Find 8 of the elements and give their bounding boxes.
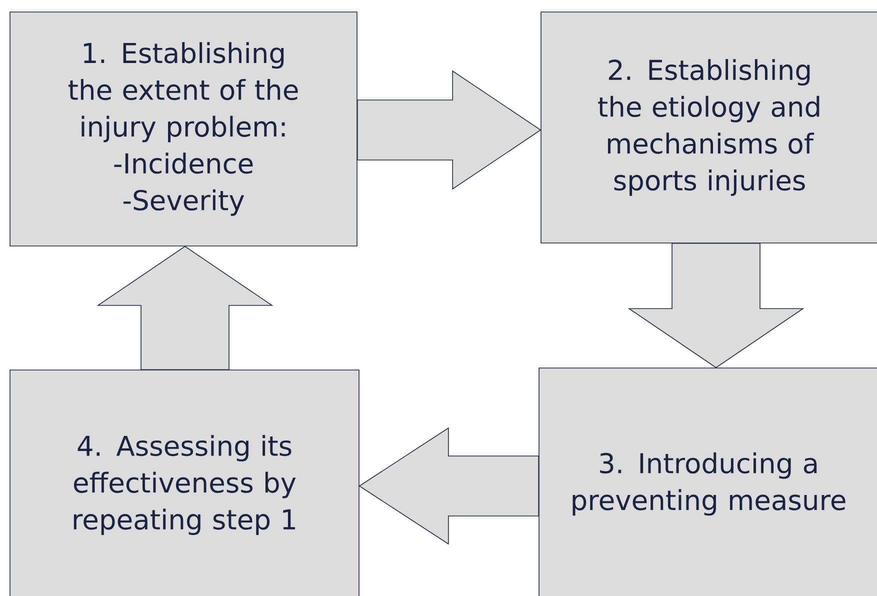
process-box: 3. Introducing a preventing measure (538, 368, 877, 596)
block-arrow (357, 70, 542, 190)
block-arrow (96, 246, 274, 370)
block-arrow (358, 427, 539, 545)
process-box: 1. Establishing the extent of the injury problem: -Incidence -Severity (10, 12, 358, 246)
block-arrow (628, 243, 804, 368)
process-box: 4. Assessing its effectiveness by repeating step 1 (10, 370, 360, 596)
process-box: 2. Establishing the etiology and mechanisms of sports injuries (540, 12, 877, 244)
